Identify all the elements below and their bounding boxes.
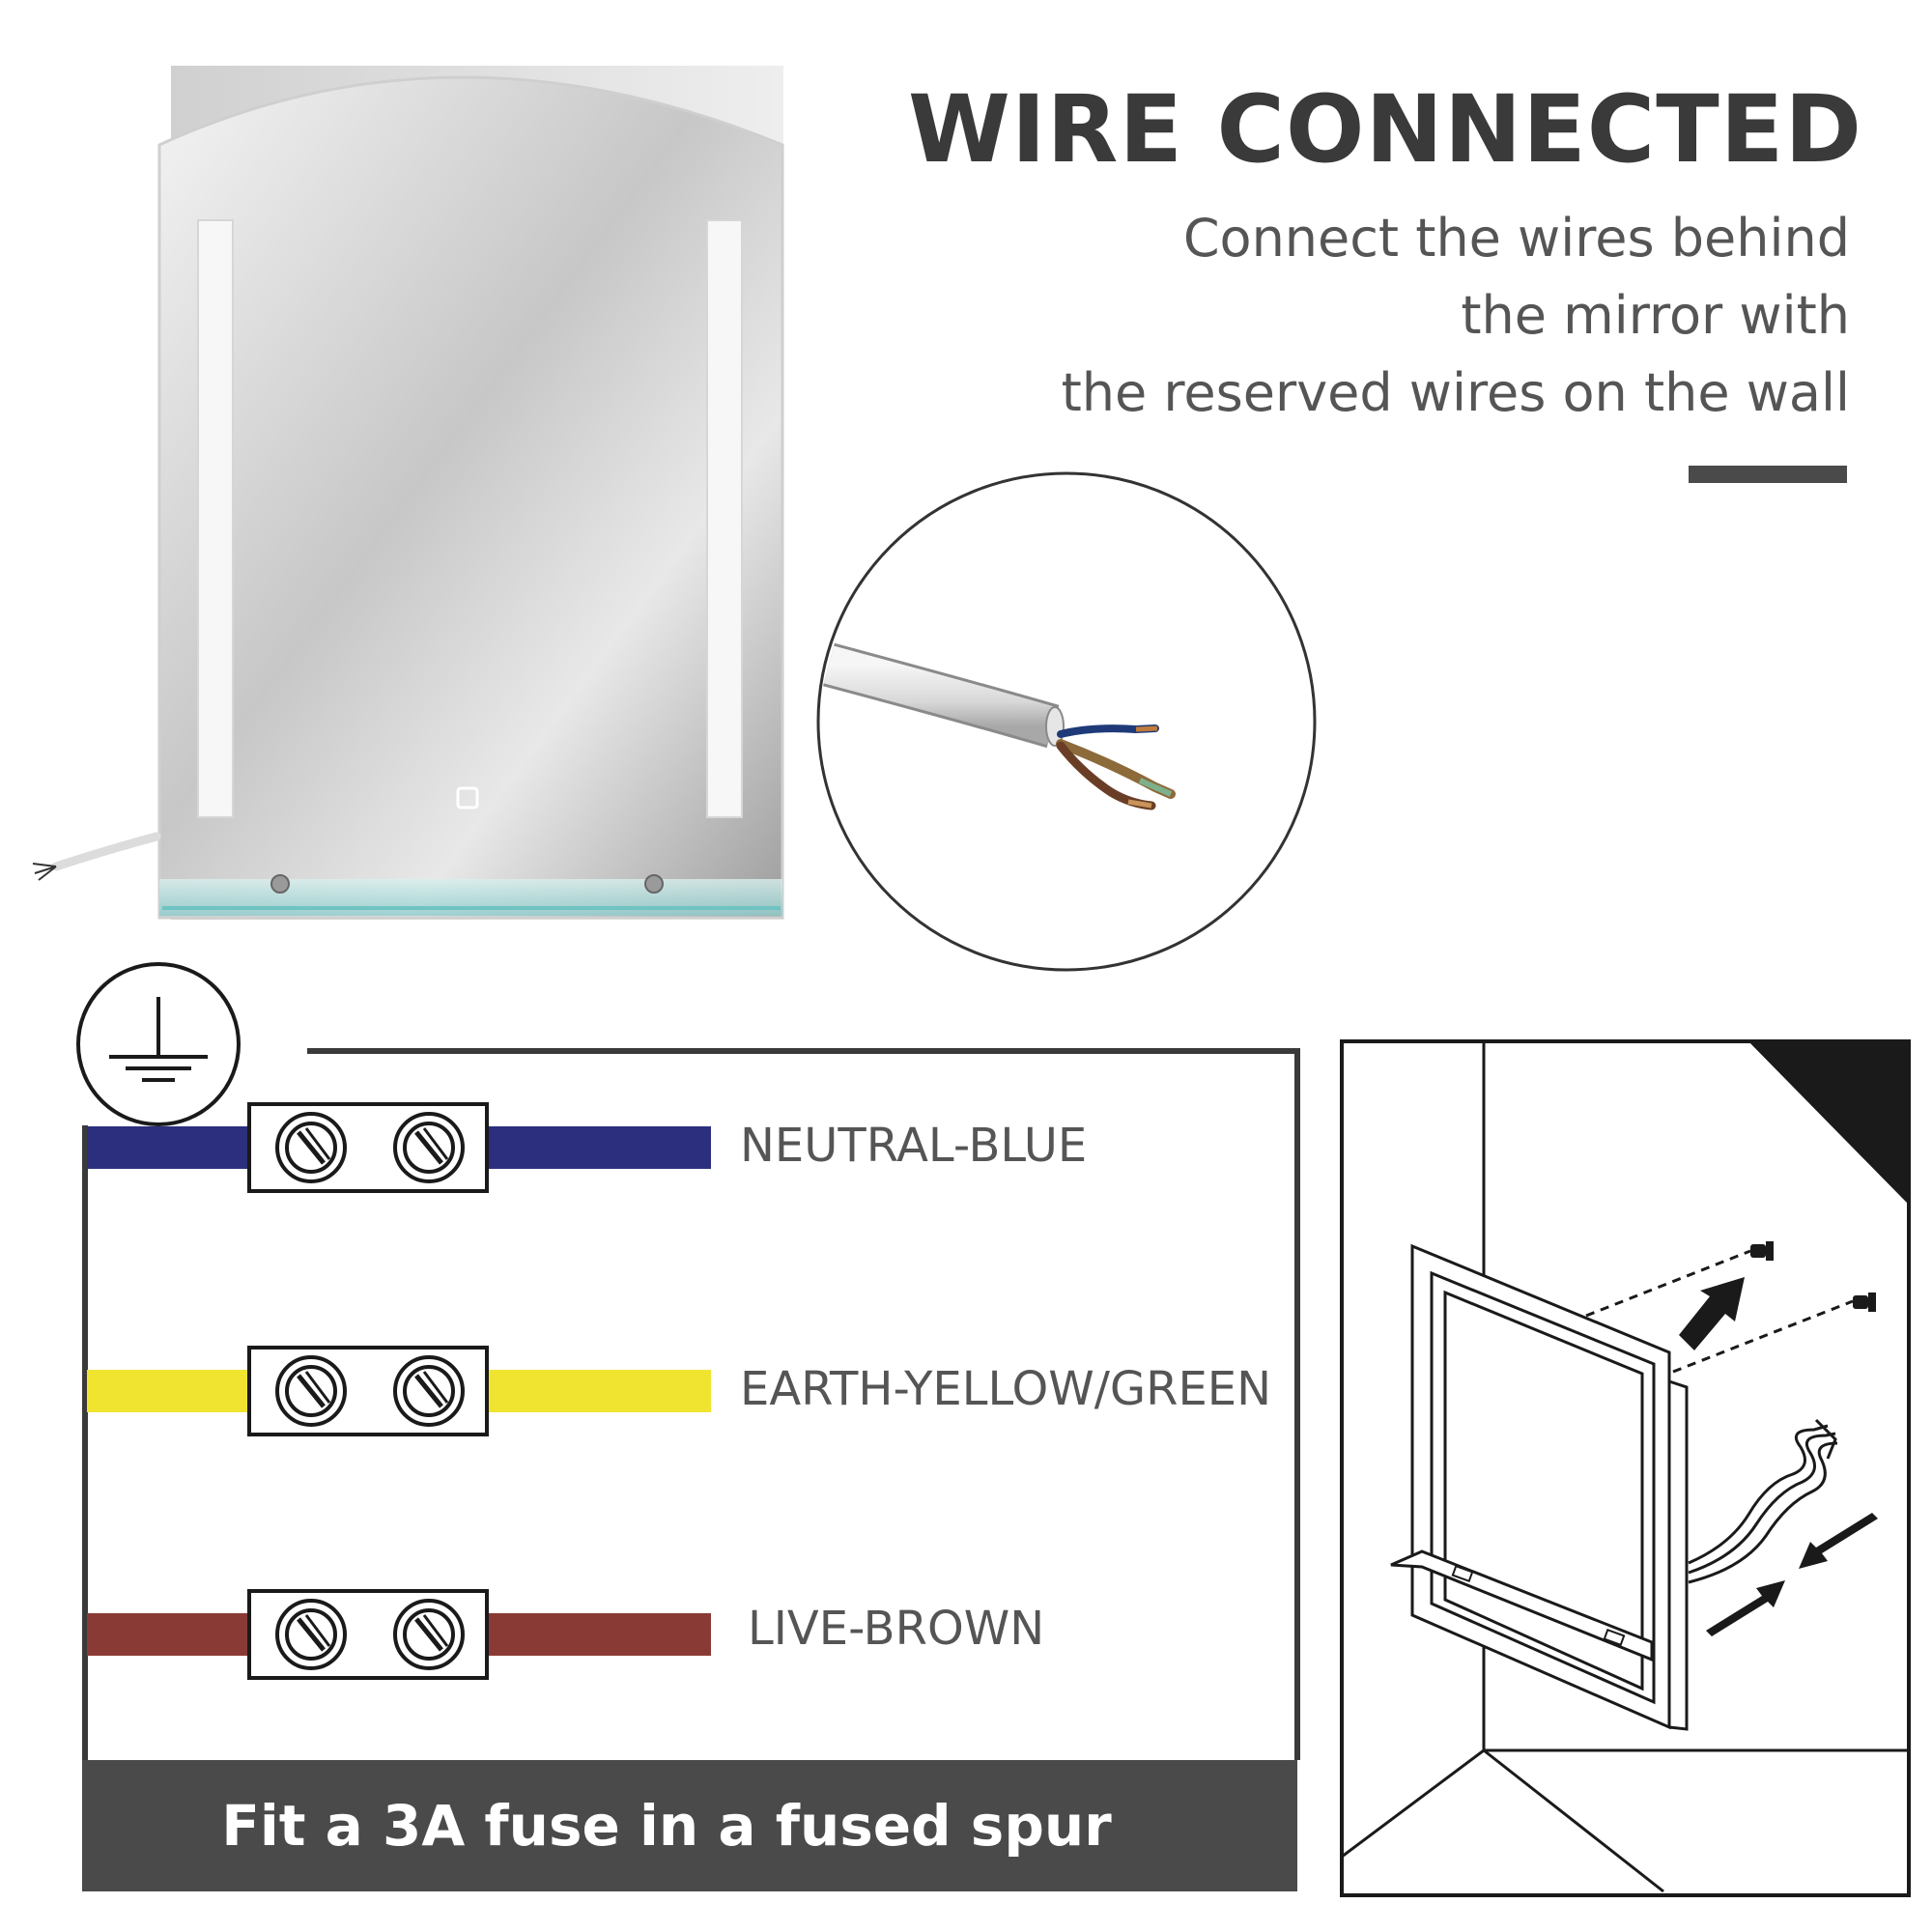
terminal-blocks [87,1102,711,1680]
label-live: LIVE-BROWN [748,1602,1045,1656]
arrow-icon [1679,1277,1878,1636]
terminal-screw-icon [393,1112,465,1183]
mirror-glass [157,75,784,920]
closeup-circle [816,471,1317,972]
fuse-note-text: Fit a 3A fuse in a fused spur [221,1793,1112,1859]
label-neutral: NEUTRAL-BLUE [740,1119,1088,1173]
terminal-row-neutral [87,1102,711,1193]
shelf-bracket-right [644,874,664,894]
screw-icon [1750,1241,1876,1312]
installed-shelf [1390,1549,1654,1662]
wiring-diagram-frame [82,1048,1300,1760]
glass-shelf [159,879,782,916]
subtitle-line-2: the mirror with [1461,285,1850,346]
terminal-screw-icon [393,1355,465,1427]
wire-segment-left [87,1613,249,1656]
wire-segment-left [87,1126,249,1169]
earth-ground-icon [76,962,241,1126]
cable-sheath [823,645,1059,746]
mirror-product-image [32,66,784,920]
installed-mirror-middle [1430,1270,1656,1705]
touch-switch-icon [456,786,479,810]
terminal-row-live [87,1589,711,1680]
wire-segment-right [487,1126,711,1169]
terminal-screw-icon [275,1599,347,1670]
page-title: WIRE CONNECTED [907,75,1862,184]
mirror-led-strip-right [706,219,743,818]
terminal-row-earth [87,1346,711,1436]
installation-frame [1340,1039,1911,1897]
subtitle-line-3: the reserved wires on the wall [1061,362,1850,423]
floor-line [1341,1748,1909,1859]
terminal-screw-icon [275,1112,347,1183]
subtitle-line-1: Connect the wires behind [1182,208,1850,269]
wire-segment-right [487,1613,711,1656]
shelf-bracket-left [270,874,290,894]
terminal-screw-icon [393,1599,465,1670]
mirror-cable [51,832,161,871]
wire-segment-right [487,1370,711,1412]
installed-mirror-inner [1443,1290,1644,1691]
blue-wire [1057,724,1159,738]
installation-drawing [1340,1039,1911,1897]
cable-closeup [816,471,1317,972]
fuse-note-banner: Fit a 3A fuse in a fused spur [82,1760,1297,1891]
label-earth: EARTH-YELLOW/GREEN [740,1362,1272,1416]
wire-segment-left [87,1370,249,1412]
terminal-screw-icon [275,1355,347,1427]
title-underline-bar [1689,466,1847,483]
mirror-led-strip-left [197,219,234,818]
